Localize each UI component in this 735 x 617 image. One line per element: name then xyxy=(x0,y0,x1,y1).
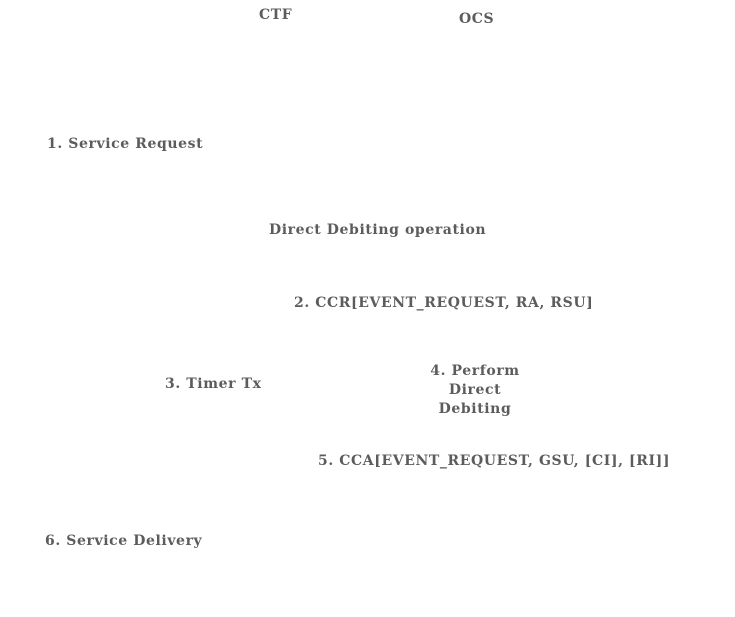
step-perform-line-2: Debiting xyxy=(438,401,512,417)
step-timer: 3. Timer Tx xyxy=(165,376,262,392)
step-perform-direct-debiting: 4. Perform Direct Debiting xyxy=(404,362,546,419)
participant-ctf: CTF xyxy=(259,7,293,23)
step-ccr-message: 2. CCR[EVENT_REQUEST, RA, RSU] xyxy=(294,295,594,311)
step-perform-line-1: 4. Perform Direct xyxy=(430,363,520,398)
step-service-request: 1. Service Request xyxy=(47,136,204,152)
participant-ocs: OCS xyxy=(459,11,495,27)
section-title: Direct Debiting operation xyxy=(269,222,487,238)
step-service-delivery: 6. Service Delivery xyxy=(45,533,203,549)
step-cca-message: 5. CCA[EVENT_REQUEST, GSU, [CI], [RI]] xyxy=(318,453,671,469)
